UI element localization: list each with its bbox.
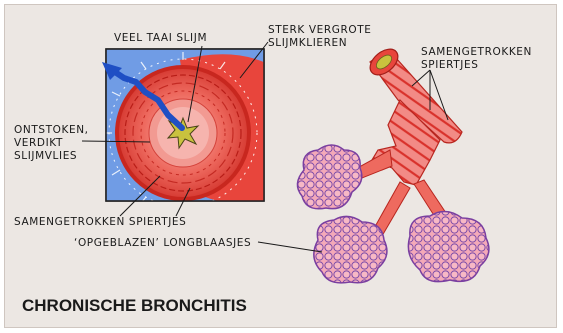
bronchial-tree-illustration bbox=[297, 44, 488, 283]
label-samengetrokken-top-line2: SPIERTJES bbox=[421, 59, 478, 71]
alveoli-cluster-bottom-left bbox=[314, 216, 387, 282]
label-samengetrokken-top-line1: SAMENGETROKKEN bbox=[421, 46, 532, 58]
bronchus-cross-section-illustration bbox=[106, 49, 300, 212]
label-ontstoken-line2: VERDIKT bbox=[14, 137, 63, 149]
alveoli-cluster-bottom-right bbox=[408, 211, 489, 281]
label-ontstoken-line1: ONTSTOKEN, bbox=[14, 124, 89, 136]
alveoli-cluster-left bbox=[297, 145, 361, 209]
label-sterk-vergrote-line2: SLIJMKLIEREN bbox=[268, 37, 347, 49]
figure-title: CHRONISCHE BRONCHITIS bbox=[22, 296, 247, 316]
label-veel-taai-slijm: VEEL TAAI SLIJM bbox=[114, 32, 207, 44]
label-samengetrokken-bottom: SAMENGETROKKEN SPIERTJES bbox=[14, 216, 186, 228]
label-ontstoken-line3: SLIJMVLIES bbox=[14, 150, 77, 162]
label-sterk-vergrote-line1: STERK VERGROTE bbox=[268, 24, 372, 36]
label-longblaasjes: ‘OPGEBLAZEN’ LONGBLAASJES bbox=[74, 237, 251, 249]
